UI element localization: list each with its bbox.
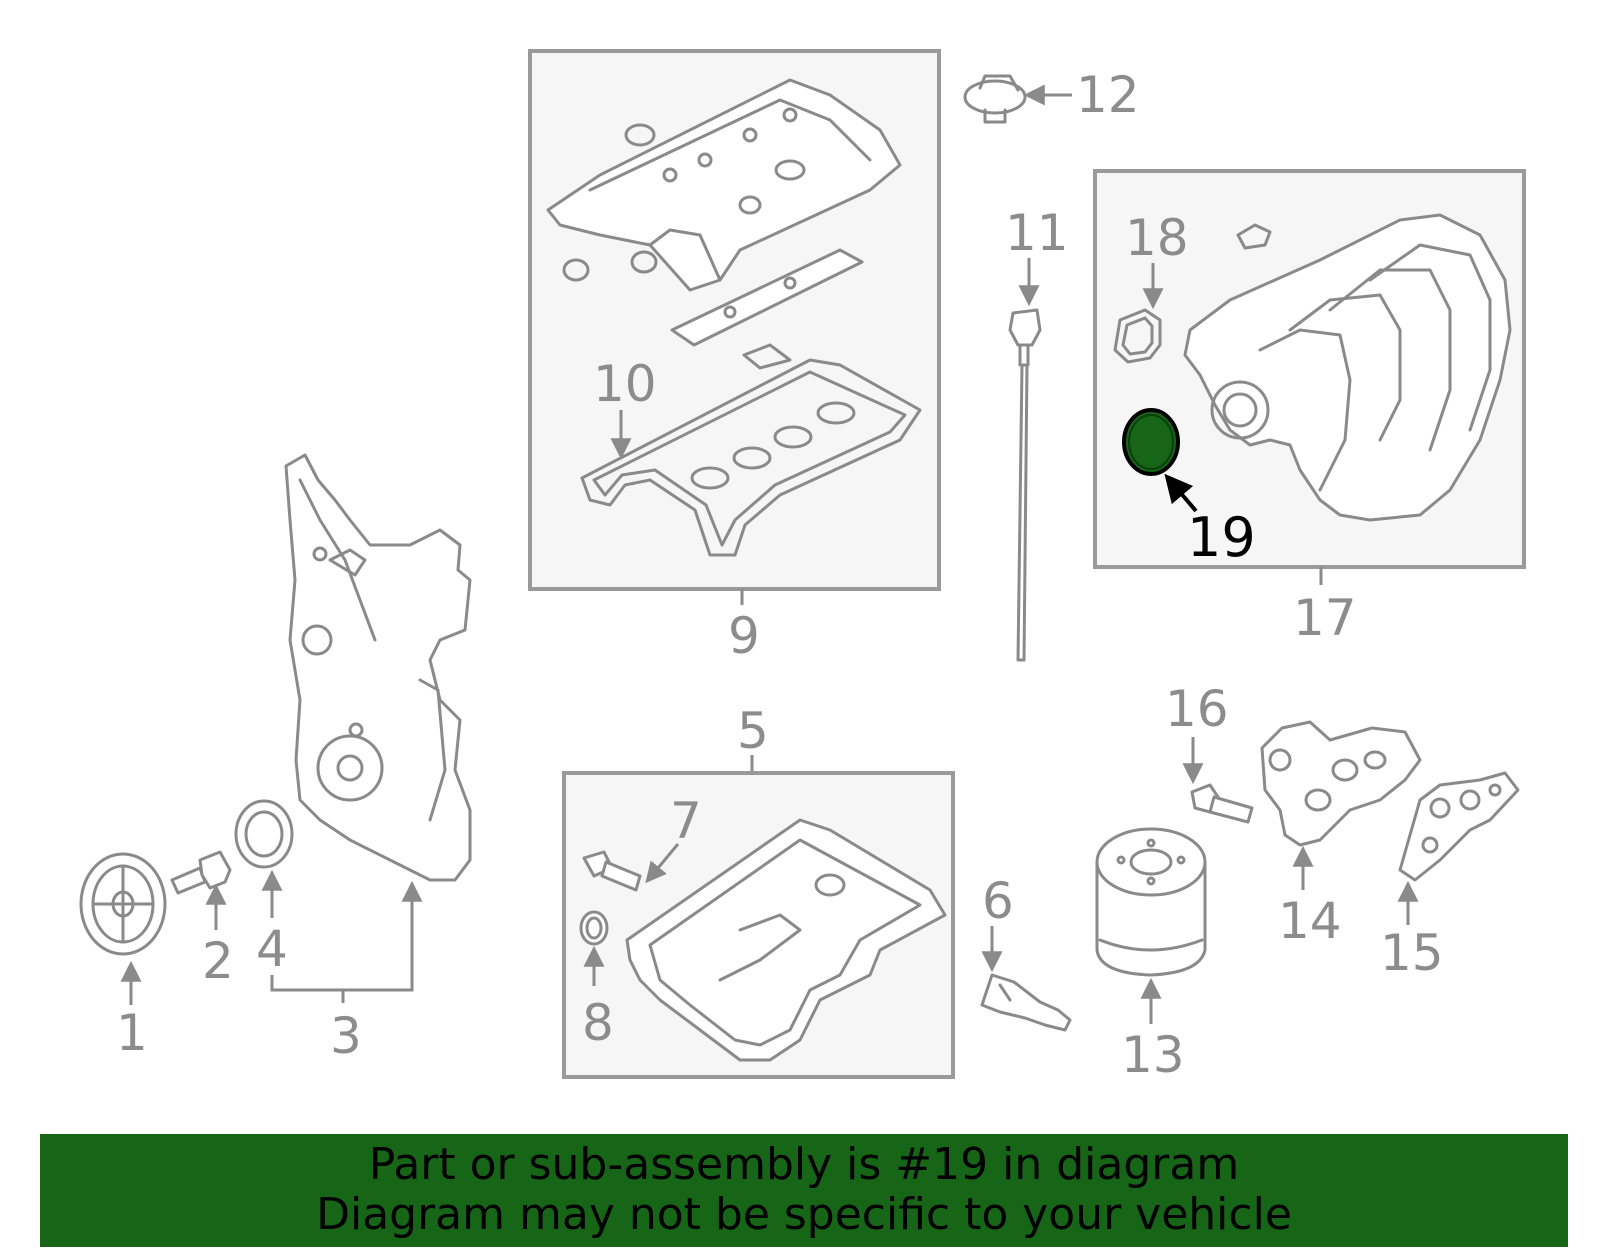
oil-pressure-switch[interactable] bbox=[980, 973, 1072, 1032]
info-banner: Part or sub-assembly is #19 in diagram D… bbox=[40, 1134, 1568, 1247]
label-17: 17 bbox=[1293, 589, 1357, 647]
label-19: 19 bbox=[1187, 506, 1256, 569]
label-2: 2 bbox=[202, 932, 234, 990]
label-16: 16 bbox=[1165, 680, 1229, 738]
valve-cover-gasket[interactable] bbox=[580, 358, 922, 557]
label-14: 14 bbox=[1278, 892, 1342, 950]
label-3: 3 bbox=[330, 1007, 362, 1065]
timing-chain-cover[interactable] bbox=[284, 453, 472, 882]
oil-filler-cap[interactable] bbox=[963, 74, 1027, 124]
label-12: 12 bbox=[1076, 66, 1140, 124]
label-5: 5 bbox=[737, 702, 769, 760]
banner-line-part: Part or sub-assembly is #19 in diagram bbox=[368, 1139, 1240, 1190]
label-10: 10 bbox=[593, 355, 657, 413]
label-9: 9 bbox=[728, 607, 760, 665]
label-13: 13 bbox=[1121, 1026, 1185, 1084]
label-7: 7 bbox=[670, 792, 702, 850]
label-11: 11 bbox=[1005, 204, 1069, 262]
label-18: 18 bbox=[1125, 209, 1189, 267]
spark-plug-tube-gasket[interactable] bbox=[670, 248, 864, 370]
intake-seal-highlighted[interactable] bbox=[1122, 408, 1180, 476]
pulley-bolt[interactable] bbox=[170, 850, 232, 895]
label-4: 4 bbox=[256, 920, 288, 978]
label-6: 6 bbox=[982, 872, 1014, 930]
intake-manifold[interactable] bbox=[1183, 213, 1512, 522]
drain-plug-gasket[interactable] bbox=[579, 910, 609, 946]
drain-plug[interactable] bbox=[582, 850, 642, 892]
adapter-gasket[interactable] bbox=[1398, 771, 1520, 882]
filter-adapter-bolt[interactable] bbox=[1190, 783, 1254, 824]
front-crankshaft-seal[interactable] bbox=[234, 799, 294, 869]
throttle-body-gasket[interactable] bbox=[1113, 308, 1162, 364]
crankshaft-pulley[interactable] bbox=[79, 852, 167, 956]
label-15: 15 bbox=[1380, 924, 1444, 982]
oil-pan[interactable] bbox=[625, 818, 947, 1062]
label-1: 1 bbox=[116, 1004, 148, 1062]
oil-filter[interactable] bbox=[1095, 827, 1207, 977]
banner-line-disclaimer: Diagram may not be specific to your vehi… bbox=[316, 1189, 1292, 1240]
oil-dipstick[interactable] bbox=[1008, 308, 1042, 662]
valve-cover[interactable] bbox=[546, 78, 902, 292]
label-8: 8 bbox=[582, 994, 614, 1052]
oil-filter-adapter[interactable] bbox=[1260, 720, 1422, 847]
